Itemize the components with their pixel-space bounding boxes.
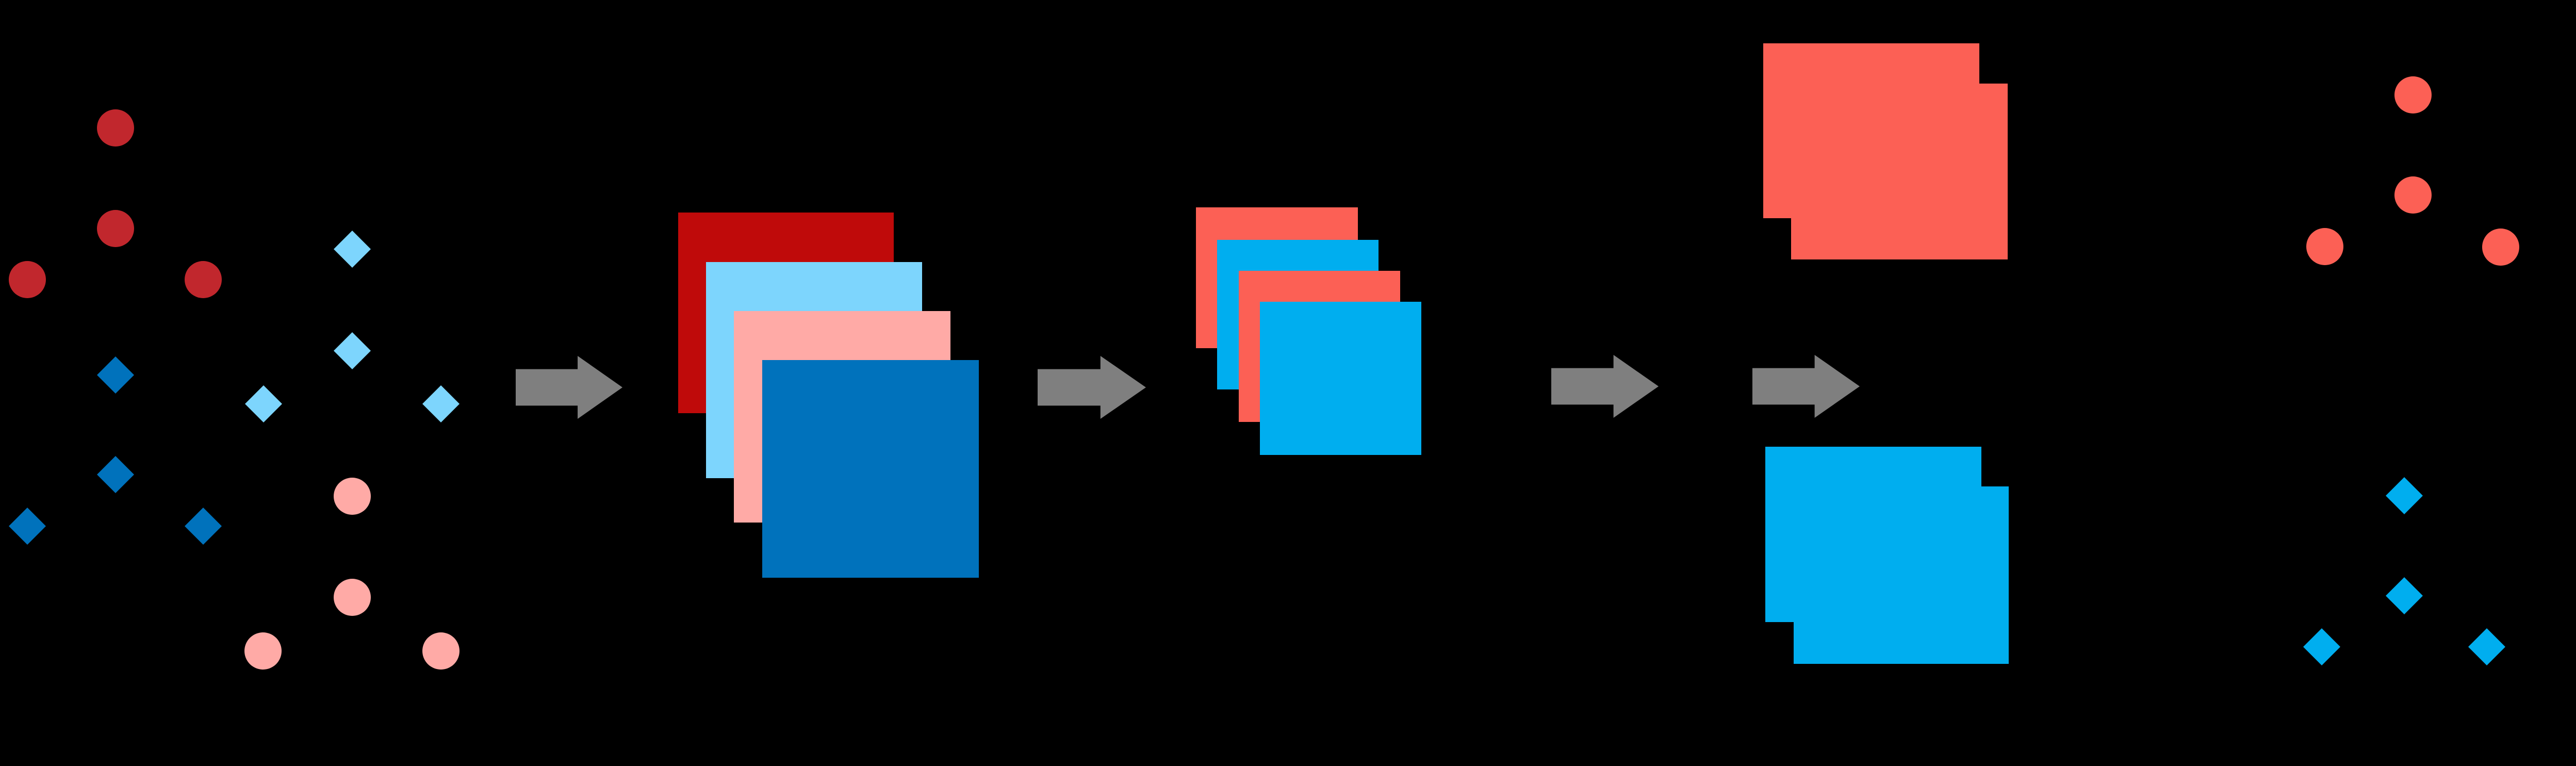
data-point-circle (97, 210, 134, 247)
data-point-circle (422, 632, 460, 670)
data-point-diamond (334, 231, 371, 268)
stage-5-separated-points (2303, 76, 2519, 665)
data-point-circle (2394, 176, 2432, 214)
arrow-1-icon (516, 356, 622, 419)
arrow-2-icon (1038, 356, 1146, 419)
feature-map-rect (1260, 302, 1421, 455)
data-point-circle (9, 261, 46, 298)
data-point-circle (244, 632, 282, 670)
stage-4-two-pair-stacks (1763, 43, 2009, 664)
data-point-diamond (97, 356, 134, 394)
stage-2-four-layer-stack (678, 213, 979, 578)
data-point-circle (334, 579, 371, 616)
data-point-circle (2306, 228, 2343, 265)
data-point-diamond (2468, 628, 2505, 665)
data-point-diamond (2386, 477, 2423, 514)
data-point-diamond (245, 385, 282, 422)
data-point-diamond (2303, 628, 2340, 665)
arrow-3-icon (1551, 355, 1659, 418)
data-point-circle (185, 261, 222, 298)
data-point-circle (334, 478, 371, 515)
data-point-diamond (9, 508, 46, 545)
data-point-diamond (2386, 577, 2423, 614)
data-point-diamond (422, 385, 460, 422)
stage-3-four-layer-stack (1196, 207, 1421, 455)
data-point-diamond (97, 456, 134, 493)
data-point-diamond (185, 508, 222, 545)
data-point-circle (2482, 229, 2519, 266)
feature-map-rect (1791, 84, 2008, 259)
stage-1-scatter-points (9, 109, 460, 670)
data-point-circle (97, 109, 134, 146)
feature-map-rect (1794, 486, 2009, 664)
arrow-4-icon (1752, 355, 1860, 418)
arrow-layer (516, 355, 1860, 419)
data-point-circle (2394, 76, 2432, 113)
feature-map-rect (762, 360, 979, 578)
data-point-diamond (334, 332, 371, 369)
